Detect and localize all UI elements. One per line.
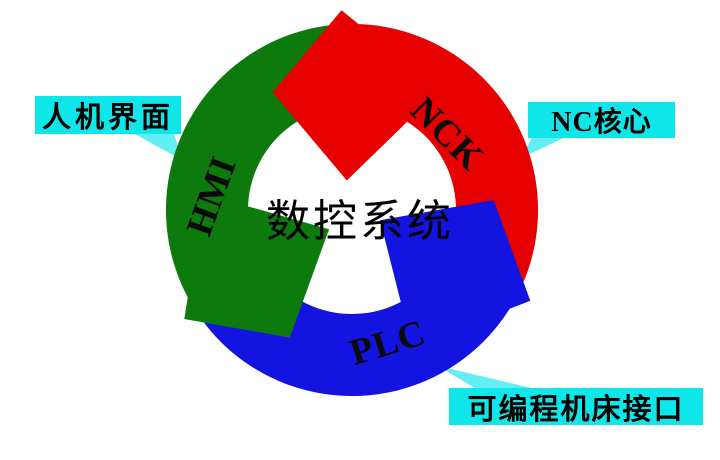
- callout-hmi-label: 人机界面: [35, 96, 181, 134]
- callout-plc-label: 可编程机床接口: [449, 388, 703, 426]
- diagram-title: 数控系统: [266, 197, 454, 246]
- callout-tail-nck: [521, 136, 568, 158]
- callout-nck-label: NC核心: [528, 102, 675, 138]
- callout-tail-hmi: [133, 133, 182, 160]
- callout-tail-plc: [438, 366, 540, 390]
- arrow-plc-head-overlay: [380, 200, 531, 309]
